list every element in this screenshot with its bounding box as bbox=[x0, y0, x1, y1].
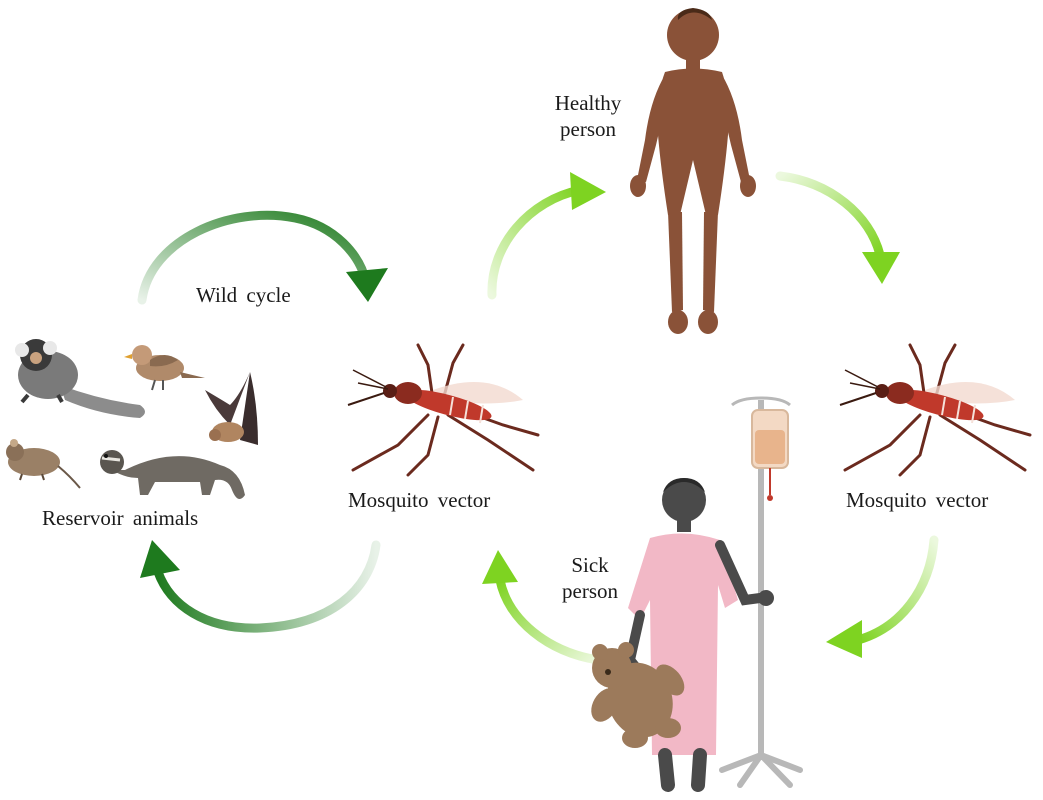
healthy-child-icon bbox=[630, 8, 756, 334]
healthy-person-label-line1: Healthy bbox=[548, 90, 628, 116]
sick-person-label: Sick person bbox=[550, 552, 630, 604]
healthy-person-label-line2: person bbox=[548, 116, 628, 142]
mosquito-icon-right bbox=[840, 345, 1030, 475]
sick-child-icon bbox=[628, 478, 774, 785]
bat-icon bbox=[205, 372, 258, 445]
mosquito-vector-right-label: Mosquito vector bbox=[846, 487, 988, 513]
wild-cycle-bottom-arrow bbox=[140, 540, 376, 628]
mosquito-vector-left-label: Mosquito vector bbox=[348, 487, 490, 513]
sick-person-label-line1: Sick bbox=[550, 552, 630, 578]
bird-icon bbox=[124, 345, 205, 390]
rodent-icon bbox=[6, 439, 80, 488]
arrow-to-healthy-person bbox=[492, 172, 606, 295]
healthy-person-label: Healthy person bbox=[548, 90, 628, 142]
arrow-to-sick-person bbox=[826, 540, 934, 658]
mosquito-icon-left bbox=[348, 345, 538, 475]
sick-person-label-line2: person bbox=[550, 578, 630, 604]
reservoir-animals-label: Reservoir animals bbox=[42, 505, 198, 531]
marmoset-icon bbox=[15, 339, 145, 418]
civet-icon bbox=[100, 450, 245, 499]
wild-cycle-label: Wild cycle bbox=[196, 282, 291, 308]
arrow-to-right-mosquito bbox=[780, 176, 900, 284]
